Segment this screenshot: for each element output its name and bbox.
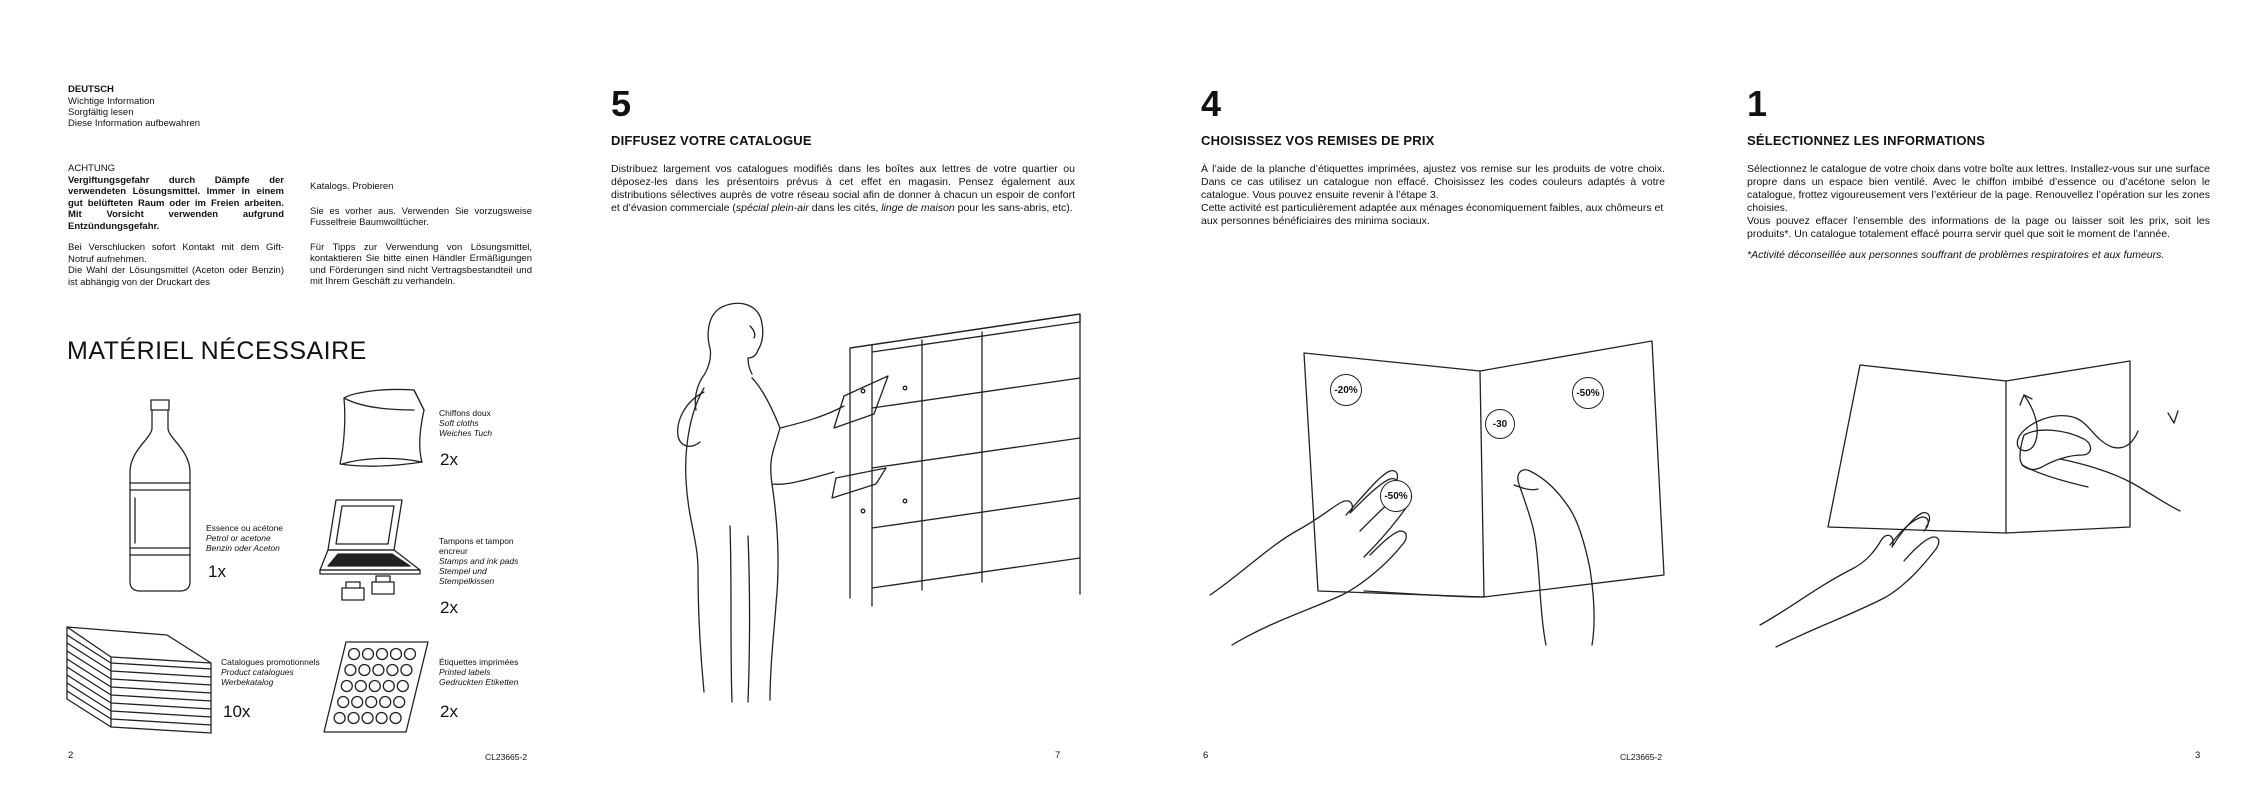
page-number: 2 [68,750,74,761]
warning-title: ACHTUNG [68,163,115,174]
woman-mailbox-illustration [677,302,1081,703]
reference-code: CL23665-2 [485,752,528,762]
reference-code: CL23665-2 [1620,752,1663,762]
discount-badge: -50% [1572,377,1604,409]
item-label: Essence ou acétone Petrol or acetone Ben… [206,523,284,553]
warning-text: Bei Verschlucken sofort Kontakt mit dem … [68,242,284,265]
bottle-illustration [129,399,191,592]
step-text: Sélectionnez le catalogue de votre choix… [1747,163,2210,261]
label-dot [358,663,371,677]
label-dot [347,647,361,661]
item-quantity: 10x [223,702,251,721]
label-dot [368,679,381,693]
section-title: MATÉRIEL NÉCESSAIRE [67,337,367,365]
label-dot [375,711,388,725]
info-line: Diese Information aufbewahren [68,118,201,129]
item-label: Catalogues promotionnels Product catalog… [221,657,320,687]
label-dot [337,695,350,709]
page-number: 3 [2195,750,2201,761]
step-title: CHOISISSEZ VOS REMISES DE PRIX [1201,133,1435,148]
labels-sheet-illustration [323,641,429,733]
warning-bold-text: Vergiftungsgefahr durch Dämpfe der verwe… [68,174,284,232]
discount-badge: -30 [1485,409,1515,439]
step-number: 5 [611,83,631,124]
label-dot [389,647,403,661]
step-title: DIFFUSEZ VOTRE CATALOGUE [611,133,812,148]
item-quantity: 2x [440,702,458,721]
item-label: Tampons et tampon encreur Stamps and ink… [439,536,519,586]
label-dot [333,711,346,725]
discount-badge: -20% [1330,374,1362,406]
label-dot [386,663,399,677]
label-dot [347,711,360,725]
warning-text: Sie es vorher aus. Verwenden Sie vorzugs… [310,205,532,229]
label-dot [393,695,406,709]
label-dot [361,711,374,725]
step-number: 1 [1747,83,1767,124]
step-number: 4 [1201,83,1221,124]
warning-column: ACHTUNG Vergiftungsgefahr durch Dämpfe d… [68,163,284,288]
catalogues-illustration [66,626,212,734]
item-label: Étiquettes imprimées Printed labels Gedr… [439,657,519,687]
page-number: 6 [1203,750,1209,761]
page-number: 7 [1055,750,1061,761]
step-note: *Activité déconseillée aux personnes sou… [1747,249,2165,261]
language-heading: DEUTSCH [68,84,114,95]
label-dot [365,695,378,709]
step-text: Distribuez largement vos catalogues modi… [611,163,1075,214]
label-dot [375,647,389,661]
warning-text: Die Wahl der Lösungsmittel (Aceton oder … [68,265,284,288]
warning-text: Katalogs. Probieren [310,181,394,192]
label-dot [340,679,353,693]
stamps-illustration [319,499,421,601]
item-label: Chiffons doux Soft cloths Weiches Tuch [439,408,493,438]
step-title: SÉLECTIONNEZ LES INFORMATIONS [1747,133,1986,148]
label-dot [372,663,385,677]
erase-catalogue-illustration [1759,360,2181,648]
label-dot [396,679,409,693]
label-dot [344,663,357,677]
info-line: Sorgfältig lesen [68,107,134,118]
label-dot [361,647,375,661]
step-text: À l’aide de la planche d’étiquettes impr… [1201,163,1665,227]
cloth-illustration [339,388,425,467]
label-dot [403,647,417,661]
warning-text: Für Tipps zur Verwendung von Lösungsmitt… [310,241,532,288]
label-dot [379,695,392,709]
label-dot [382,679,395,693]
label-dot [354,679,367,693]
item-quantity: 2x [440,450,458,469]
warning-column-2: Katalogs. Probieren Sie es vorher aus. V… [310,181,532,288]
label-dot [389,711,402,725]
info-line: Wichtige Information [68,96,155,107]
discount-badge: -50% [1380,480,1412,512]
label-dot [351,695,364,709]
item-quantity: 1x [208,562,226,581]
label-dot [400,663,413,677]
item-quantity: 2x [440,598,458,617]
